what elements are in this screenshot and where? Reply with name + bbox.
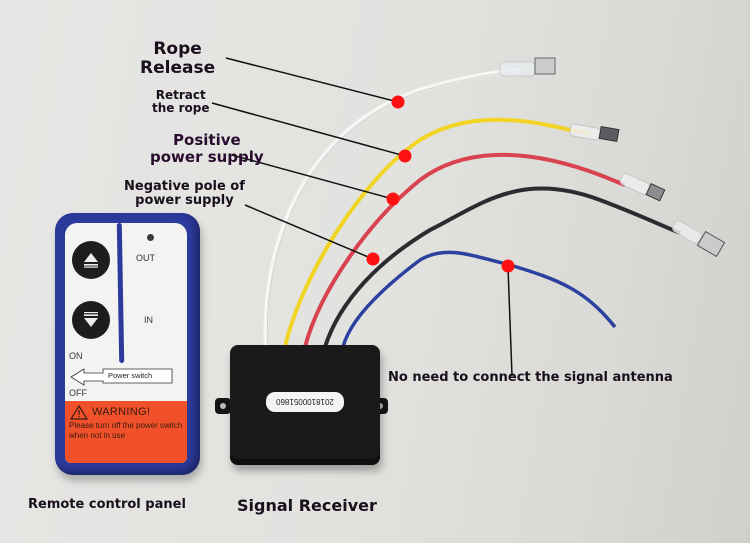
power-switch-label: Power switch [108,371,153,380]
signal-receiver-box: 2018100051860 [230,345,380,465]
yellow-wire [283,117,591,348]
leader-antenna [507,266,513,377]
led-indicator [147,234,154,241]
label-negative: Negative pole of power supply [124,179,245,209]
label-line: Release [140,57,216,78]
remote-face: OUT IN ON Power switch OFF WARNING! Plea [65,223,187,463]
remote-divider [116,223,125,364]
left-arrow-icon [70,368,173,386]
arrow-up-icon [84,253,98,268]
marker-rope-release [391,95,405,109]
power-switch-indicator[interactable]: Power switch [70,368,173,386]
leader-positive [231,154,394,200]
red-connector [619,173,666,202]
label-line: Negative pole of [124,179,245,194]
warning-text: Please turn off the power switch when no… [69,421,183,440]
black-wire [323,186,681,348]
leader-retract [211,102,406,157]
arrow-down-icon [84,312,98,327]
serial-sticker: 2018100051860 [266,392,344,412]
warning-panel: WARNING! Please turn off the power switc… [65,401,187,463]
white-wire-edge [266,70,522,347]
label-line: Retract [155,88,206,102]
black-connector [672,220,726,258]
receiver-mount-left [215,398,231,414]
label-line: power supply [135,193,234,209]
white-connector [499,57,556,77]
label-line: the rope [152,101,210,116]
out-label: OUT [136,253,155,263]
warning-title: WARNING! [92,406,151,418]
label-signal-receiver: Signal Receiver [237,496,377,515]
on-label: ON [69,351,83,361]
label-remote-panel: Remote control panel [28,497,186,512]
leader-negative [244,204,374,260]
remote-control: OUT IN ON Power switch OFF WARNING! Plea [55,213,200,475]
label-rope-release: Rope Release [140,40,215,77]
label-line: power supply [150,147,264,166]
blue-wire [341,250,617,348]
marker-antenna [501,259,515,273]
leader-rope-release [225,57,399,103]
marker-positive [386,192,400,206]
red-wire [303,152,626,348]
white-wire [263,67,521,346]
label-retract: Retract the rope [152,88,210,116]
off-label: OFF [69,388,87,398]
in-label: IN [144,315,153,325]
label-line: Rope [153,39,202,59]
yellow-connector [569,123,620,143]
label-antenna: No need to connect the signal antenna [388,370,673,385]
marker-negative [366,252,380,266]
warning-triangle-icon [70,405,88,420]
label-line: Positive [173,131,241,149]
out-button[interactable] [72,241,110,279]
label-positive: Positive power supply [150,132,264,165]
in-button[interactable] [72,301,110,339]
marker-retract [398,149,412,163]
